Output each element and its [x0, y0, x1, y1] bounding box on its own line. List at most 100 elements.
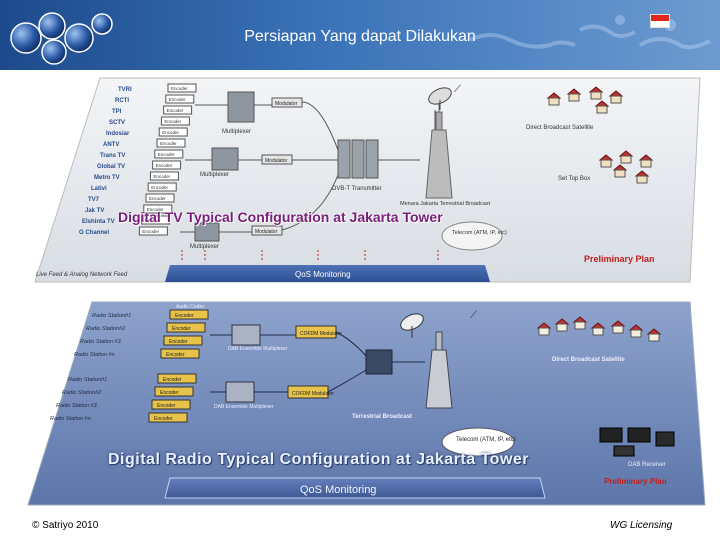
tv-encoder-label: Encoder: [160, 141, 177, 146]
radio-encoder-label: Encoder: [175, 313, 194, 319]
house-body: [648, 333, 660, 342]
tv-encoder-label: Encoder: [145, 218, 162, 223]
house-body: [610, 95, 622, 104]
tv-encoder-box: [160, 116, 190, 126]
radio-encoder-box: [166, 322, 206, 333]
radio-qos-bar: [164, 477, 546, 499]
tv-multiplexer-label-3: Multiplexer: [190, 244, 219, 250]
tv-encoder-label: Encoder: [169, 97, 186, 102]
radio-connector-lines: [210, 331, 425, 393]
tv-encoder-box: [145, 193, 175, 203]
radio-encoder-box: [163, 335, 203, 346]
radio-station-label: Radio Station#2: [62, 390, 101, 396]
radio-encoder-label: Encoder: [163, 377, 182, 383]
radio-station-label: Radio Station#2: [86, 326, 125, 332]
radio-telecom-cloud-icon: [441, 427, 515, 457]
radio-direct-broadcast-label: Direct Broadcast Satellite: [552, 357, 625, 363]
radio-encoder-label: Encoder: [172, 326, 191, 332]
house-body: [556, 323, 568, 332]
radio-encoder-label: Encoder: [154, 416, 173, 422]
tv-channel-logo: TV7: [88, 197, 100, 203]
tv-encoder-label: Encoder: [167, 108, 184, 113]
terrestrial-label: Terrestrial Broadcast: [352, 414, 412, 420]
dab-ensemble-mux-2: [225, 381, 255, 403]
tv-modulator-label-3: Modulator: [255, 229, 278, 235]
tv-channel-logo: Metro TV: [94, 175, 120, 181]
tv-encoder-box: [138, 226, 168, 236]
tv-encoder-label: Encoder: [149, 196, 166, 201]
radio-station-label: Radio Station #3: [80, 339, 122, 345]
tv-diagram-title: Digital TV Typical Configuration at Jaka…: [118, 209, 443, 225]
tv-telecom-label: Telecom (ATM, IP, etc): [452, 230, 507, 236]
tv-encoder-box: [167, 83, 197, 93]
slide-header: Persiapan Yang dapat Dilakukan: [0, 0, 720, 70]
radio-encoder-box: [157, 373, 197, 384]
radio-houses: [536, 316, 662, 342]
dab-receiver-label: DAB Receiver: [628, 462, 666, 468]
cofdm-label-2: COFDM Modulator: [292, 391, 334, 397]
tv-channel-logo: RCTI: [115, 98, 129, 104]
tv-houses: [546, 86, 654, 184]
radio-station-label: Radio Station#1: [68, 377, 107, 383]
tv-qos-label: QoS Monitoring: [295, 270, 351, 279]
radio-encoder-label: Encoder: [160, 390, 179, 396]
tv-encoder-label: Encoder: [164, 119, 181, 124]
tv-encoder-label: Encoder: [142, 229, 159, 234]
audio-codec-label: Audio Codec: [176, 304, 205, 310]
radio-telecom-label: Telecom (ATM, IP, etc): [456, 437, 516, 443]
licensing-footer: WG Licensing: [610, 520, 673, 531]
house-body: [592, 327, 604, 336]
settop-box-label: Set Top Box: [558, 176, 590, 182]
tv-channel-logo: Indosiar: [106, 131, 130, 137]
radio-preliminary-plan-label: Preliminary Plan: [604, 477, 667, 486]
tv-connector-lines: [180, 101, 436, 233]
jakarta-tower-icon: [425, 95, 453, 199]
tv-encoder-box: [152, 160, 182, 170]
tv-qos-arrows: [181, 250, 439, 262]
house-body: [630, 329, 642, 338]
radio-encoder-label: Encoder: [169, 339, 188, 345]
tv-channel-logo: Jak TV: [85, 208, 104, 214]
house-body: [612, 325, 624, 334]
tv-encoder-label: Encoder: [158, 152, 175, 157]
tv-telecom-cloud-icon: [441, 221, 503, 251]
tv-encoder-label: Encoder: [147, 207, 164, 212]
tv-qos-bar: [165, 265, 490, 282]
cofdm-label-1: COFDM Modulator: [300, 331, 342, 337]
tv-encoder-box: [163, 105, 193, 115]
radio-diagram-title: Digital Radio Typical Configuration at J…: [108, 451, 530, 468]
satellite-signal-icon: ⟋: [454, 84, 461, 95]
tv-channel-logo: Lativi: [91, 186, 107, 192]
tv-channel-logo: ANTV: [103, 142, 119, 148]
radio-satellite-signal-icon: ⟋: [470, 310, 477, 321]
tv-multiplexer-3: [194, 222, 220, 242]
tv-preliminary-plan-label: Preliminary Plan: [584, 254, 655, 264]
radio-station-label: Radio Station #n: [74, 352, 115, 358]
house-body: [590, 91, 602, 100]
radio-satellite-dish-icon: [400, 313, 424, 338]
tv-channel-logo: SCTV: [109, 120, 125, 126]
indonesia-flag-icon: [650, 14, 670, 28]
radio-station-label: Radio Station #n: [50, 416, 91, 422]
tv-encoder-label: Encoder: [156, 163, 173, 168]
dab-ensemble-label-2: DAB Ensemble Multiplexer: [214, 404, 274, 410]
radio-encoder-box: [160, 348, 200, 359]
house-body: [548, 97, 560, 106]
tv-multiplexer-1: [227, 91, 255, 123]
tv-direct-broadcast-label: Direct Broadcast Satellite: [526, 125, 594, 131]
house-body: [640, 159, 652, 168]
tv-encoder-label: Encoder: [151, 185, 168, 190]
tv-encoder-box: [143, 204, 173, 214]
radio-encoder-label: Encoder: [157, 403, 176, 409]
tv-channel-logo: Trans TV: [100, 153, 125, 159]
tv-encoder-box: [147, 182, 177, 192]
tv-multiplexer-label-2: Multiplexer: [200, 172, 229, 178]
dab-receiver-icons: [599, 427, 675, 457]
tv-channel-logo: TVRI: [118, 87, 132, 93]
tv-multiplexer-label-1: Multiplexer: [222, 129, 251, 135]
tv-encoder-box: [154, 149, 184, 159]
